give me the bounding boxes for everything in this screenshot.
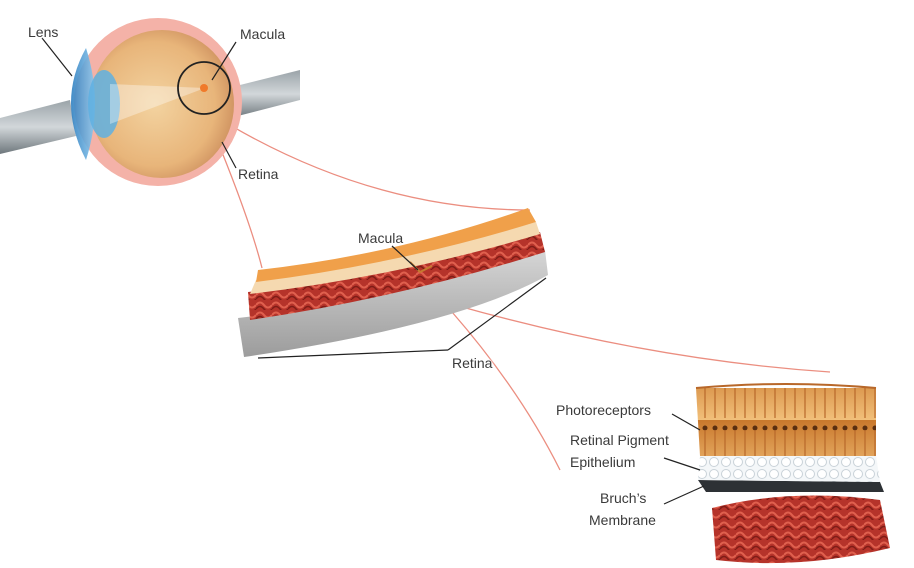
leader-rpe: [664, 458, 700, 470]
label-retina-eye: Retina: [238, 166, 278, 183]
anterior-stalk: [0, 100, 76, 154]
leader-bruch: [664, 486, 704, 504]
eyeball-cross-section: [0, 18, 300, 186]
label-macula-section: Macula: [358, 230, 403, 247]
rpe-layer-block: [698, 456, 880, 482]
leader-lens: [42, 38, 72, 76]
label-macula-eye: Macula: [240, 26, 285, 43]
cell-layer-block: [696, 384, 890, 563]
leader-photoreceptors: [672, 414, 700, 430]
photoreceptor-layer-block: [696, 388, 876, 456]
label-retina-section: Retina: [452, 355, 492, 372]
choroid-vessels-block: [712, 496, 890, 564]
label-photoreceptors: Photoreceptors: [556, 402, 651, 419]
cell-leader-lines: [664, 414, 704, 504]
connector-eye-to-section-top: [218, 118, 530, 210]
label-lens: Lens: [28, 24, 58, 41]
label-rpe-line1: Retinal Pigment: [570, 432, 669, 449]
bruchs-membrane-plate: [698, 480, 884, 492]
label-rpe-line2: Epithelium: [570, 454, 635, 471]
label-bruch-line1: Bruch’s: [600, 490, 646, 507]
leader-retina-section-a: [258, 350, 448, 358]
connector-section-to-cells-top: [455, 305, 830, 372]
photoreceptor-top-edge: [696, 384, 876, 388]
label-bruch-line2: Membrane: [589, 512, 656, 529]
macula-spot: [200, 84, 208, 92]
